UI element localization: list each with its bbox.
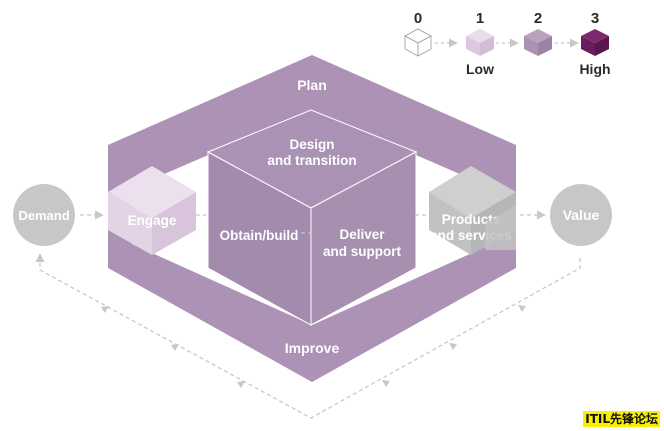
- plan-label: Plan: [297, 77, 327, 93]
- engage-cube: [108, 166, 196, 255]
- legend-cube-level-1: [466, 29, 494, 56]
- legend-high-label: High: [579, 61, 610, 77]
- feedback-loop-chevrons: [101, 305, 526, 388]
- improve-label: Improve: [285, 340, 340, 356]
- design-label-line1: Design: [289, 137, 334, 152]
- legend: 0 1 2 3 Low High: [404, 10, 611, 77]
- value-label: Value: [563, 207, 600, 223]
- flow-arrows: [80, 210, 546, 234]
- central-cube: [206, 109, 418, 326]
- legend-cube-level-0: [404, 28, 432, 57]
- legend-level-0-number: 0: [414, 10, 422, 27]
- feedback-loop-arrow: [35, 253, 581, 419]
- legend-level-1-number: 1: [476, 10, 484, 27]
- legend-low-label: Low: [466, 61, 494, 77]
- products-overlap-shade: [485, 205, 516, 250]
- demand-label: Demand: [18, 208, 69, 223]
- design-label-line2: and transition: [267, 153, 356, 168]
- deliver-label-line2: and support: [323, 244, 401, 259]
- products-label-line1: Products: [442, 212, 501, 227]
- obtain-build-label: Obtain/build: [220, 228, 299, 243]
- deliver-label-line1: Deliver: [339, 227, 385, 242]
- legend-cube-level-2: [524, 29, 552, 56]
- engage-label: Engage: [128, 213, 177, 228]
- demand-circle: [13, 184, 75, 246]
- legend-level-3-number: 3: [591, 10, 599, 27]
- legend-cube-level-3: [581, 29, 609, 56]
- value-circle: [550, 184, 612, 246]
- value-chain-frame: [108, 55, 516, 382]
- legend-level-2-number: 2: [534, 10, 542, 27]
- watermark: ITIL先锋论坛: [583, 411, 660, 427]
